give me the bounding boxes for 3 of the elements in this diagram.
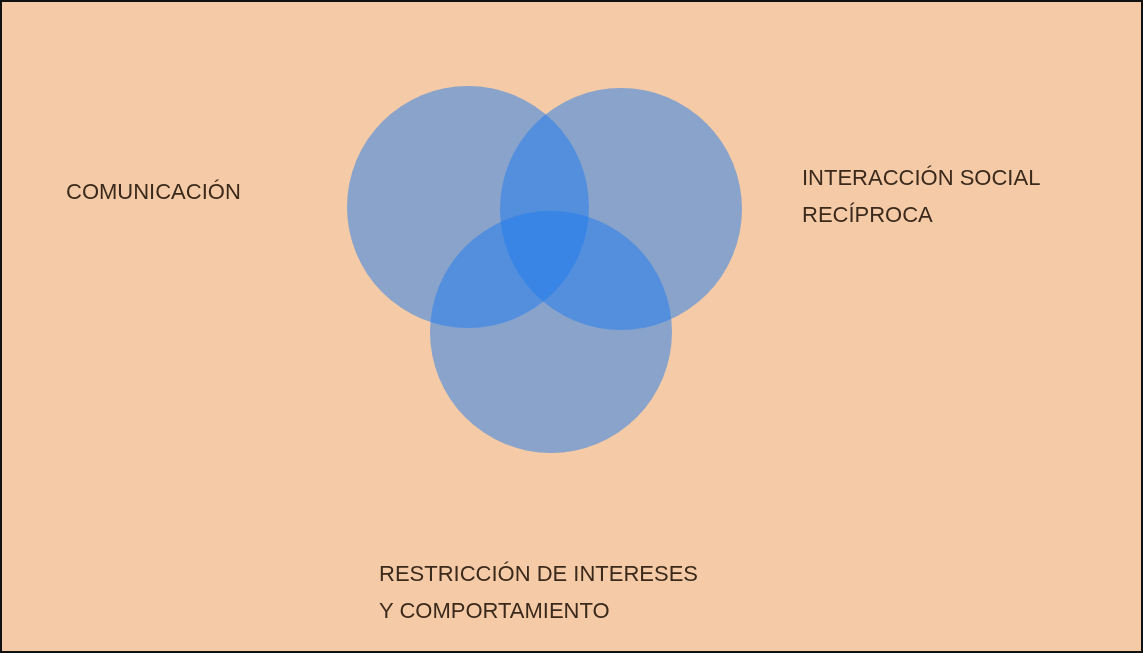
category-label: RESTRICCIÓN DE INTERESES Y COMPORTAMIENTO <box>379 560 700 625</box>
category-label: COMUNICACIÓN <box>66 178 242 206</box>
category-label: INTERACCIÓN SOCIAL RECÍPROCA <box>802 164 1041 229</box>
